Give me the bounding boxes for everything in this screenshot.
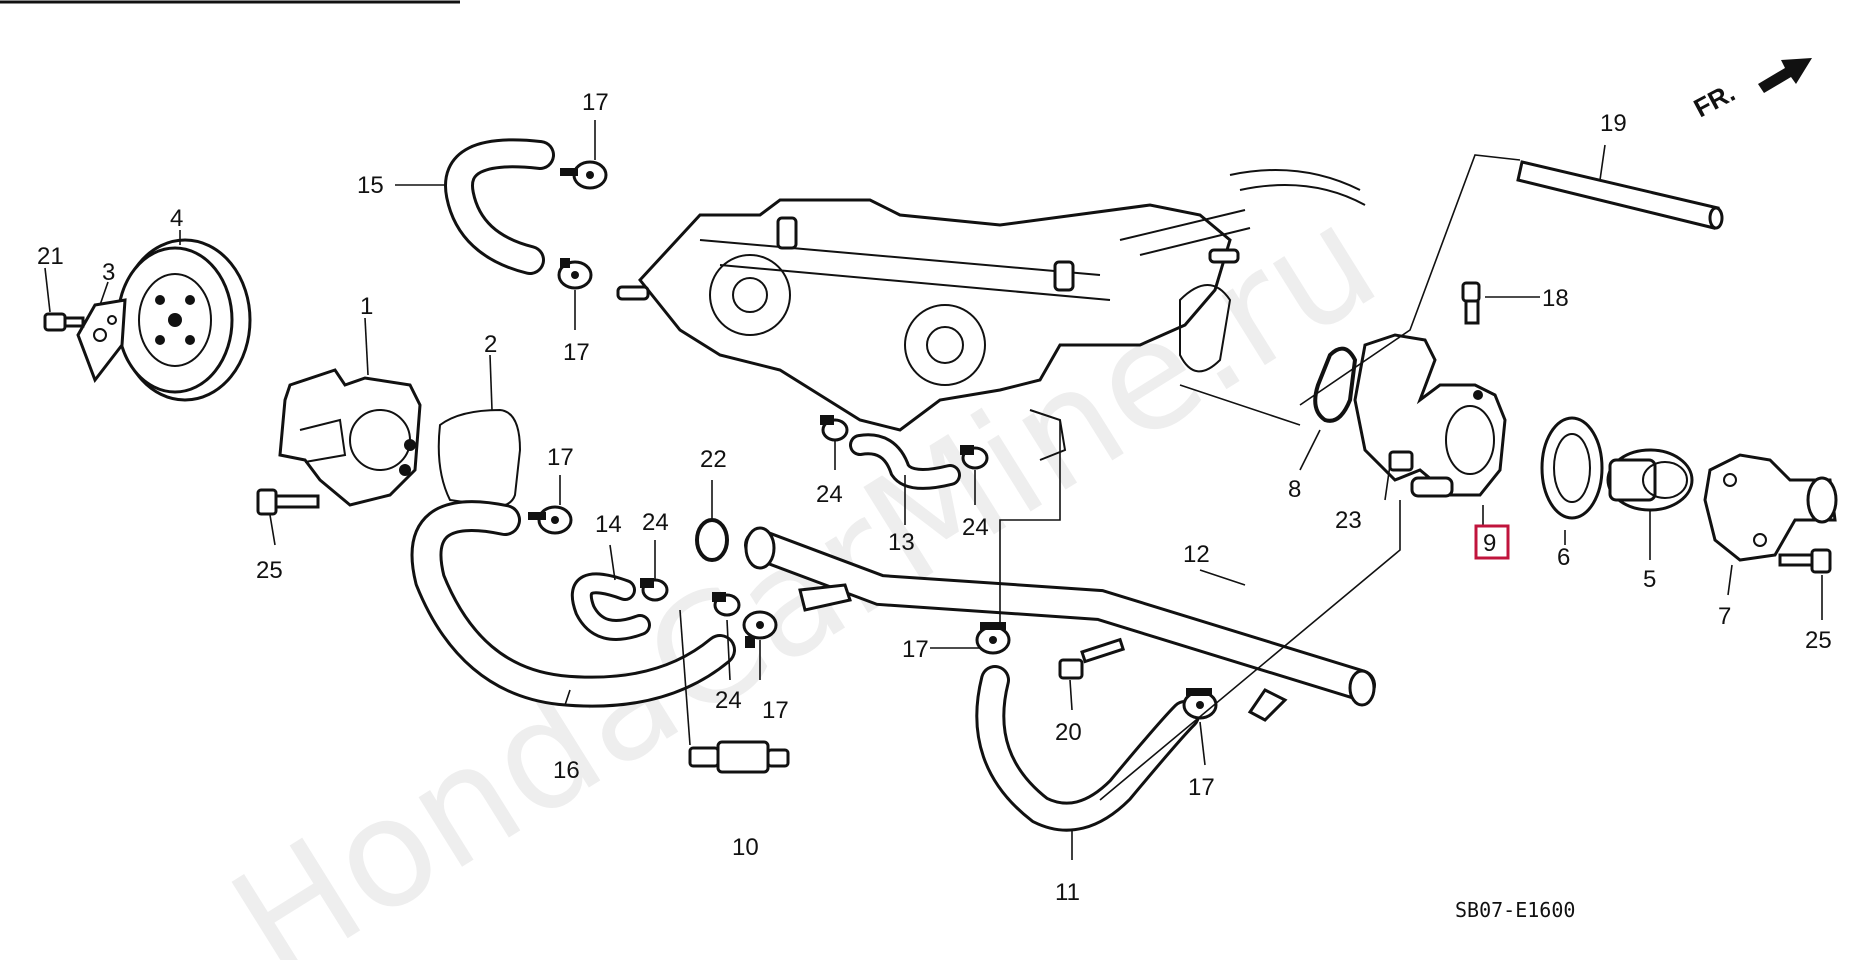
hose-clamp	[975, 622, 1011, 655]
bolt	[43, 312, 85, 332]
callout-17: 17	[547, 444, 574, 471]
callout-17: 17	[902, 636, 929, 663]
hose-clamp	[820, 415, 849, 442]
callout-labels: 21 3 4 1 2 25 15 17 17 17 22 14 24 24 17…	[37, 89, 1832, 906]
callout-17: 17	[563, 339, 590, 366]
callout-9: 9	[1483, 530, 1496, 557]
callout-20: 20	[1055, 719, 1082, 746]
callout-24: 24	[816, 481, 843, 508]
callout-5: 5	[1643, 566, 1656, 593]
callout-2: 2	[484, 331, 497, 358]
callout-10: 10	[732, 834, 759, 861]
bolt	[256, 488, 320, 516]
callout-3: 3	[102, 259, 115, 286]
diagram-code: SB07-E1600	[1455, 898, 1575, 922]
hose-clamp	[742, 610, 778, 648]
callout-11: 11	[1055, 879, 1080, 906]
gasket	[1540, 416, 1604, 520]
callout-17: 17	[762, 697, 789, 724]
bolt	[1058, 637, 1126, 680]
callout-24: 24	[642, 509, 669, 536]
callout-23: 23	[1335, 507, 1362, 534]
temperature-sensor	[688, 740, 790, 774]
callout-17: 17	[582, 89, 609, 116]
callout-18: 18	[1542, 285, 1569, 312]
callout-19: 19	[1600, 110, 1627, 137]
hose-clamp	[712, 592, 741, 617]
gasket	[437, 408, 522, 508]
callout-21: 21	[37, 243, 64, 270]
thermostat-cover	[1703, 453, 1838, 562]
callout-25: 25	[1805, 627, 1832, 654]
callout-6: 6	[1557, 544, 1570, 571]
callout-25: 25	[256, 557, 283, 584]
thermostat	[1606, 448, 1694, 512]
intake-manifold-drawing	[616, 169, 1366, 461]
bleed-bolt	[1388, 450, 1414, 472]
spacer-plate	[76, 298, 127, 384]
sender-switch	[1461, 281, 1481, 325]
callout-24: 24	[962, 514, 989, 541]
callout-4: 4	[170, 205, 183, 232]
stud	[1516, 160, 1724, 230]
callout-1: 1	[360, 293, 373, 320]
thermostat-housing	[1353, 333, 1507, 498]
water-pump	[278, 368, 422, 507]
callout-24: 24	[715, 687, 742, 714]
callout-8: 8	[1288, 476, 1301, 503]
hose-clamp	[1182, 688, 1218, 720]
callout-12: 12	[1183, 541, 1210, 568]
o-ring	[1313, 346, 1358, 423]
callout-9-highlight: 9	[1474, 524, 1510, 560]
front-direction-arrow: FR.	[1689, 58, 1812, 123]
callout-13: 13	[888, 529, 915, 556]
hose-clamp	[960, 445, 989, 470]
callout-17: 17	[1188, 774, 1215, 801]
arrow-icon	[1758, 58, 1812, 93]
callout-22: 22	[700, 446, 727, 473]
hose-clamp	[557, 258, 593, 290]
leader-lines	[44, 120, 1823, 860]
hose-clamp	[640, 578, 669, 602]
bolt	[1778, 548, 1832, 574]
callout-15: 15	[357, 172, 384, 199]
callout-14: 14	[595, 511, 622, 538]
callout-7: 7	[1718, 603, 1731, 630]
water-pipe	[744, 526, 1376, 722]
hose-clamp	[560, 160, 608, 190]
pulley	[116, 238, 252, 402]
callout-16: 16	[553, 757, 580, 784]
hose-clamp	[528, 505, 573, 535]
front-direction-label: FR.	[1689, 77, 1740, 123]
